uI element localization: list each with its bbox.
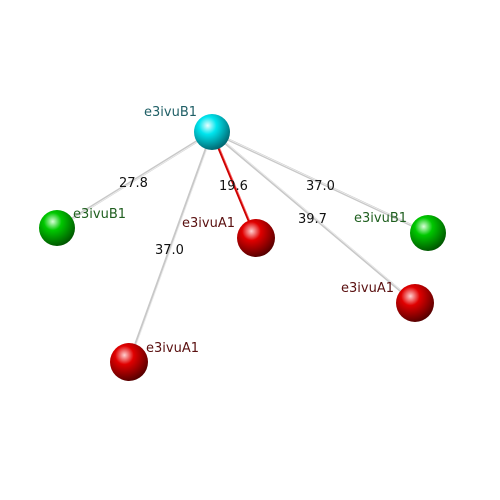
bond-highlight-green-left: [57, 131, 214, 229]
distance-labels: 27.8 19.6 37.0 39.7 37.0: [119, 176, 335, 258]
bond-line-green-right: [210, 130, 430, 235]
atom-sphere-green-left[interactable]: [39, 210, 75, 246]
bond-line-red-right: [210, 130, 417, 305]
atom-sphere-red-right[interactable]: [396, 284, 434, 322]
atoms-layer: [39, 114, 446, 381]
atom-label-green-right: e3ivuB1: [354, 211, 407, 226]
atom-labels: e3ivuB1 e3ivuB1 e3ivuB1 e3ivuA1 e3ivuA1 e3ivu…: [73, 105, 407, 356]
bond-distance-green-left: 27.8: [119, 176, 148, 191]
bond-distance-red-right: 39.7: [298, 212, 327, 227]
atom-sphere-red-bottom[interactable]: [110, 343, 148, 381]
atom-label-red-bottom: e3ivuA1: [146, 341, 199, 356]
bond-line-green-left: [55, 130, 214, 230]
atom-label-red-right: e3ivuA1: [341, 281, 394, 296]
atom-label-green-left: e3ivuB1: [73, 207, 126, 222]
bond-highlight-red-bottom: [129, 131, 214, 363]
atom-sphere-center[interactable]: [194, 114, 230, 150]
atom-sphere-red-mid[interactable]: [237, 219, 275, 257]
bond-distance-green-right: 37.0: [306, 179, 335, 194]
bond-highlight-red-right: [212, 131, 417, 304]
bond-distance-red-mid: 19.6: [219, 179, 248, 194]
atom-label-center: e3ivuB1: [144, 105, 197, 120]
bond-line-red-bottom: [127, 130, 214, 364]
atom-sphere-green-right[interactable]: [410, 215, 446, 251]
atom-label-red-mid: e3ivuA1: [182, 216, 235, 231]
bonds-layer: [55, 130, 430, 364]
bond-distance-red-bottom: 37.0: [155, 243, 184, 258]
bond-line-red-mid: [210, 130, 258, 240]
bond-highlight-green-right: [212, 131, 430, 234]
